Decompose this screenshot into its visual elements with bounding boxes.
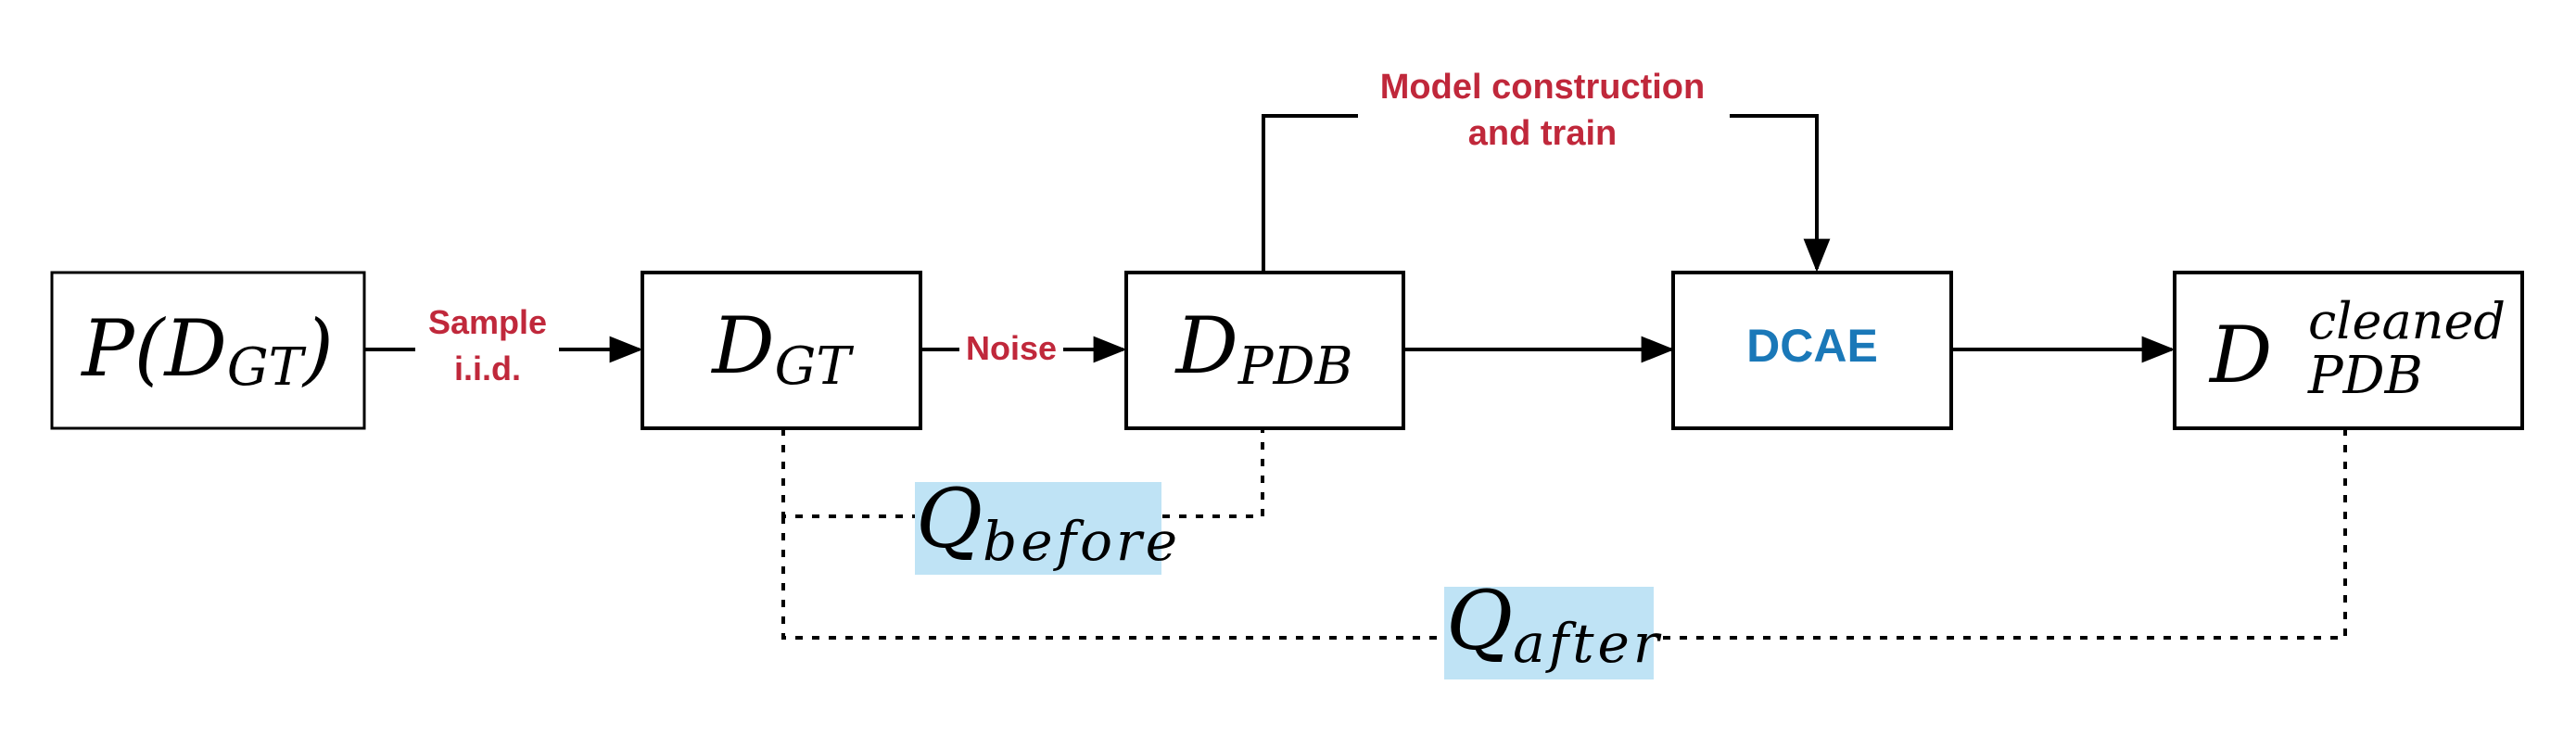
node-dpdb-cleaned-sub: PDB [2307,346,2423,406]
metric-q-before: Qbefore [916,471,1181,573]
arrow-model-train [1262,114,1817,271]
edge-label-sample: Sample [428,303,547,341]
node-dcae-label: DCAE [1746,320,1878,372]
node-p-dgt-label: P(DGT) [80,303,334,398]
node-dgt-box [641,271,922,430]
node-p-dgt-box [50,271,366,430]
edge-label-iid: i.i.d. [454,349,521,387]
node-dpdb-cleaned-script: D [2208,310,2272,400]
node-dpdb-box [1124,271,1405,430]
q-before-highlight [915,482,1161,575]
node-dpdb-label: DPDB [1174,300,1352,397]
edge-label-and-train: and train [1468,114,1617,153]
edge-label-noise: Noise [966,329,1057,367]
node-dpdb-cleaned-box [2173,271,2524,430]
metric-q-after: Qafter [1446,573,1663,675]
edge-label-model-construction: Model construction [1380,68,1705,107]
node-dcae-box [1671,271,1953,430]
node-dpdb-cleaned-sup: cleaned [2308,292,2506,350]
node-dgt-label: DGT [710,300,854,397]
q-after-highlight [1444,587,1654,679]
